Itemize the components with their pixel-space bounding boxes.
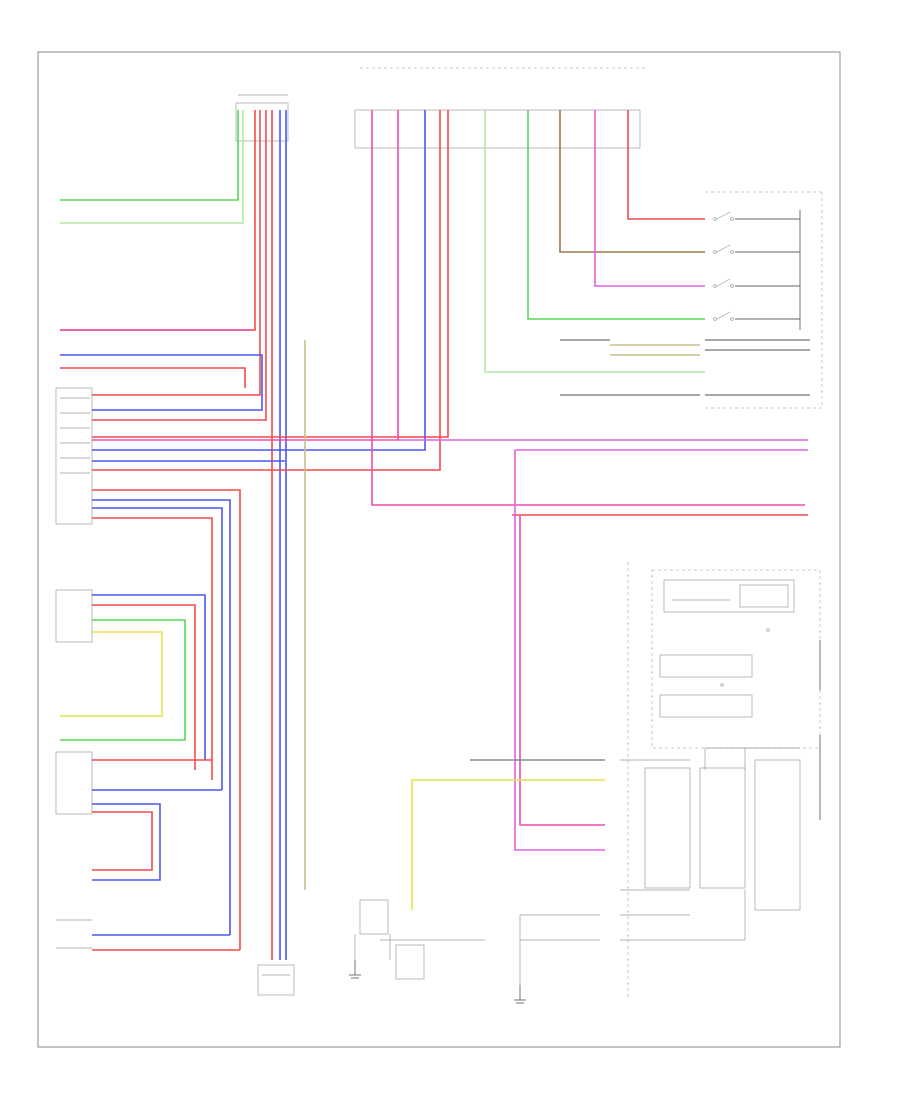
wire-green-top (60, 110, 239, 201)
body-computer-connector (354, 109, 641, 149)
bottom-connector-right (519, 914, 600, 985)
wire-yellow-1 (60, 631, 163, 717)
wire-red-2 (92, 110, 261, 396)
wire-magenta-4 (594, 110, 705, 287)
wire-blue-10 (92, 803, 161, 881)
wire-pink-2 (92, 110, 399, 441)
wire-blue-4 (92, 110, 426, 451)
wire-red-7 (92, 110, 441, 471)
wiring-block-center (257, 964, 295, 996)
wire-pink-4 (519, 515, 605, 826)
dual-lamp-connector-upper (55, 387, 93, 525)
unit-connector-left (55, 589, 93, 643)
bottom-connector-left (354, 899, 485, 980)
switch-block-right (705, 191, 823, 409)
wire-red-12 (92, 604, 196, 770)
diagram-frame (37, 51, 841, 1048)
wire-red-9 (627, 110, 705, 220)
wire-red-6 (92, 110, 449, 438)
ground-module-block (620, 562, 821, 1000)
dual-lamp-connector-lower (55, 751, 93, 815)
wire-red-10 (92, 489, 241, 950)
wire-green-2 (527, 110, 705, 320)
wire-red-1 (60, 110, 256, 331)
wire-light-green-2 (484, 110, 705, 373)
wire-brown-1 (559, 110, 705, 253)
wire-blue-7 (92, 507, 223, 790)
wire-pink-3 (371, 110, 805, 506)
ground-symbol-right (514, 985, 526, 1004)
steering-sensor-block (56, 919, 92, 949)
wire-magenta-3 (514, 450, 605, 851)
wire-light-green-top (60, 110, 244, 224)
wire-red-3 (92, 110, 267, 421)
wire-yellow-2 (411, 779, 605, 910)
wire-red-11 (92, 517, 213, 780)
wire-red-5 (60, 367, 246, 388)
wire-red-14 (92, 811, 153, 871)
ground-symbol-left (349, 960, 361, 979)
wire-blue-8 (92, 594, 206, 760)
wire-blue-3 (60, 354, 263, 411)
wire-green-3 (60, 619, 186, 741)
wire-blue-6 (92, 499, 231, 935)
